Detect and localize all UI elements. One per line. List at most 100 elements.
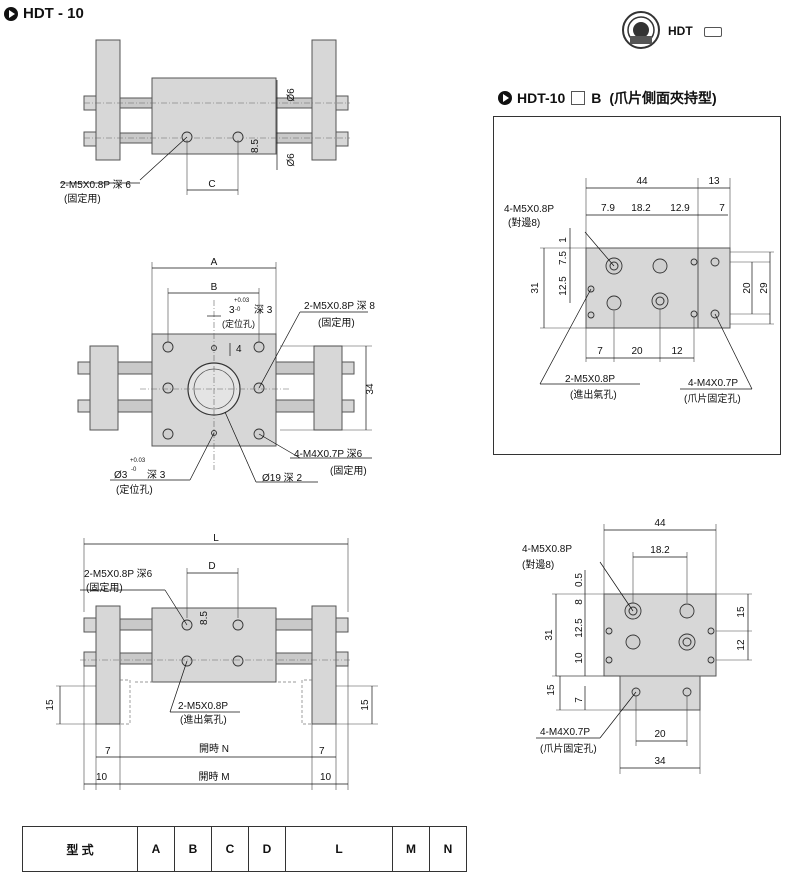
variant-dim-182: 18.2 bbox=[631, 203, 651, 214]
variant-side-body bbox=[603, 593, 717, 677]
logo-label: HDT bbox=[668, 24, 693, 38]
front-dim-c: C bbox=[208, 179, 215, 190]
front-dim-85: 8.5 bbox=[250, 139, 261, 153]
side-screw-label: 2-M5X0.8P 深6 bbox=[84, 568, 153, 580]
top-screw-note: (固定用) bbox=[318, 316, 355, 329]
front-phi6-bot: Ø6 bbox=[286, 153, 297, 167]
variant-dim-7b: 7 bbox=[597, 346, 603, 357]
spec-header-b: B bbox=[174, 826, 212, 872]
top-screw-label: 2-M5X0.8P 深 8 bbox=[304, 300, 375, 312]
variant-blank-box bbox=[571, 91, 586, 105]
side-dim-10-left: 10 bbox=[96, 772, 108, 783]
vside-dim-34: 34 bbox=[654, 756, 666, 767]
top-dim-b: B bbox=[211, 282, 218, 293]
main-title-text: HDT - 10 bbox=[23, 5, 84, 22]
model-blank-box bbox=[704, 27, 722, 37]
variant-dim-1: 1 bbox=[558, 237, 569, 243]
vside-dim-7: 7 bbox=[574, 697, 585, 703]
vside-screw-note: (對邊8) bbox=[522, 558, 554, 571]
side-screw-note: (固定用) bbox=[86, 581, 123, 594]
play-bullet-icon bbox=[498, 91, 512, 105]
front-view: C Ø6 8.5 Ø6 2-M5X0.8P 深 6 (固定用) bbox=[60, 39, 350, 205]
variant-dim-31: 31 bbox=[530, 282, 541, 294]
side-dim-85: 8.5 bbox=[199, 611, 210, 625]
spec-header-m: M bbox=[392, 826, 430, 872]
vside-dim-15r: 15 bbox=[736, 606, 747, 618]
variant-dim-20v: 20 bbox=[742, 282, 753, 294]
variant-side-view: 44 18.2 4-M5X0.8P (對邊8) 31 0.5 8 12.5 10… bbox=[522, 518, 752, 774]
top-bore-label: Ø19 深 2 bbox=[262, 472, 302, 484]
spec-header-d: D bbox=[248, 826, 286, 872]
top-dim-3: 3 bbox=[229, 305, 235, 316]
variant-title-text: HDT-10 bbox=[517, 90, 566, 106]
top-bottom-hole-label: 4-M4X0.7P 深6 bbox=[294, 448, 363, 460]
top-bottom-hole-note: (固定用) bbox=[330, 464, 367, 477]
front-screw-note: (固定用) bbox=[64, 192, 101, 205]
variant-dim-75: 7.5 bbox=[558, 251, 569, 265]
variant-screw-label: 4-M5X0.8P bbox=[504, 204, 554, 215]
variant-suffix: B bbox=[591, 90, 602, 106]
logo-icon bbox=[622, 11, 660, 49]
side-body bbox=[151, 607, 277, 683]
variant-jaw-note: (爪片固定孔) bbox=[684, 392, 741, 405]
side-port-note: (進出氣孔) bbox=[180, 713, 227, 726]
top-tol-low: -0 bbox=[235, 307, 241, 313]
spec-header-model: 型 式 bbox=[22, 826, 138, 872]
vside-dim-10: 10 bbox=[574, 652, 585, 664]
front-nut bbox=[335, 131, 349, 147]
variant-port-label: 2-M5X0.8P bbox=[565, 374, 615, 385]
variant-screw-note: (對邊8) bbox=[508, 216, 540, 229]
side-jaw-right bbox=[311, 605, 337, 725]
vside-dim-182: 18.2 bbox=[650, 545, 670, 556]
variant-dim-129: 12.9 bbox=[670, 203, 690, 214]
side-dim-7-left: 7 bbox=[105, 746, 111, 757]
variant-frame bbox=[493, 116, 781, 455]
variant-view: 44 13 7.9 18.2 12.9 7 4-M5X0.8P (對邊8) 31… bbox=[504, 176, 774, 405]
top-locating: (定位孔) bbox=[222, 318, 255, 329]
side-dim-d: D bbox=[208, 561, 215, 572]
vside-screw-label: 4-M5X0.8P bbox=[522, 544, 572, 555]
side-view: L D 8.5 2-M5X0.8P 深6 (固定用) 2-M5X0.8P (進出… bbox=[45, 533, 378, 790]
side-dim-10-right: 10 bbox=[320, 772, 332, 783]
side-open-n: 開時 N bbox=[199, 743, 229, 755]
variant-dim-79: 7.9 bbox=[601, 203, 615, 214]
side-dim-7-right: 7 bbox=[319, 746, 325, 757]
vside-dim-44: 44 bbox=[654, 518, 666, 529]
side-port-label: 2-M5X0.8P bbox=[178, 701, 228, 712]
spec-header-c: C bbox=[211, 826, 249, 872]
brand-logo bbox=[621, 10, 661, 50]
top-tol-up: +0.03 bbox=[234, 298, 250, 304]
side-open-m: 開時 M bbox=[198, 771, 229, 783]
variant-dim-12: 12 bbox=[671, 346, 683, 357]
spec-header-n: N bbox=[429, 826, 467, 872]
variant-jaw-label: 4-M4X0.7P bbox=[688, 378, 738, 389]
front-jaw-left bbox=[95, 39, 121, 161]
vside-dim-05: 0.5 bbox=[574, 573, 585, 587]
top-dim-4: 4 bbox=[236, 344, 242, 355]
top-pin-depth: 深 3 bbox=[147, 469, 166, 481]
top-jaw-right bbox=[313, 345, 343, 431]
play-bullet-icon bbox=[4, 6, 18, 21]
front-jaw-right bbox=[311, 39, 337, 161]
variant-desc: (爪片側面夾持型) bbox=[609, 90, 717, 106]
top-pin-note: (定位孔) bbox=[116, 483, 153, 496]
variant-dim-125: 12.5 bbox=[558, 276, 569, 296]
vside-dim-12r: 12 bbox=[736, 639, 747, 651]
top-pin-tol-low: -0 bbox=[131, 467, 137, 473]
top-depth: 深 3 bbox=[254, 304, 273, 316]
spec-table: 型 式 A B C D L M N bbox=[22, 826, 467, 872]
variant-title: HDT-10 B (爪片側面夾持型) bbox=[498, 88, 717, 108]
top-pin-tol-up: +0.03 bbox=[130, 458, 146, 464]
variant-dim-20h: 20 bbox=[631, 346, 643, 357]
variant-dim-44: 44 bbox=[636, 176, 648, 187]
spec-header-row: 型 式 A B C D L M N bbox=[22, 826, 467, 872]
top-jaw-left bbox=[89, 345, 119, 431]
front-phi6-top: Ø6 bbox=[286, 88, 297, 102]
vside-jaw-label: 4-M4X0.7P bbox=[540, 727, 590, 738]
vside-jaw-note: (爪片固定孔) bbox=[540, 742, 597, 755]
top-view: A B 3 +0.03 -0 深 3 (定位孔) 4 2-M5X0.8P 深 8… bbox=[77, 257, 376, 496]
vside-dim-20: 20 bbox=[654, 729, 666, 740]
side-dim-l: L bbox=[213, 533, 219, 544]
vside-dim-15l: 15 bbox=[546, 684, 557, 696]
